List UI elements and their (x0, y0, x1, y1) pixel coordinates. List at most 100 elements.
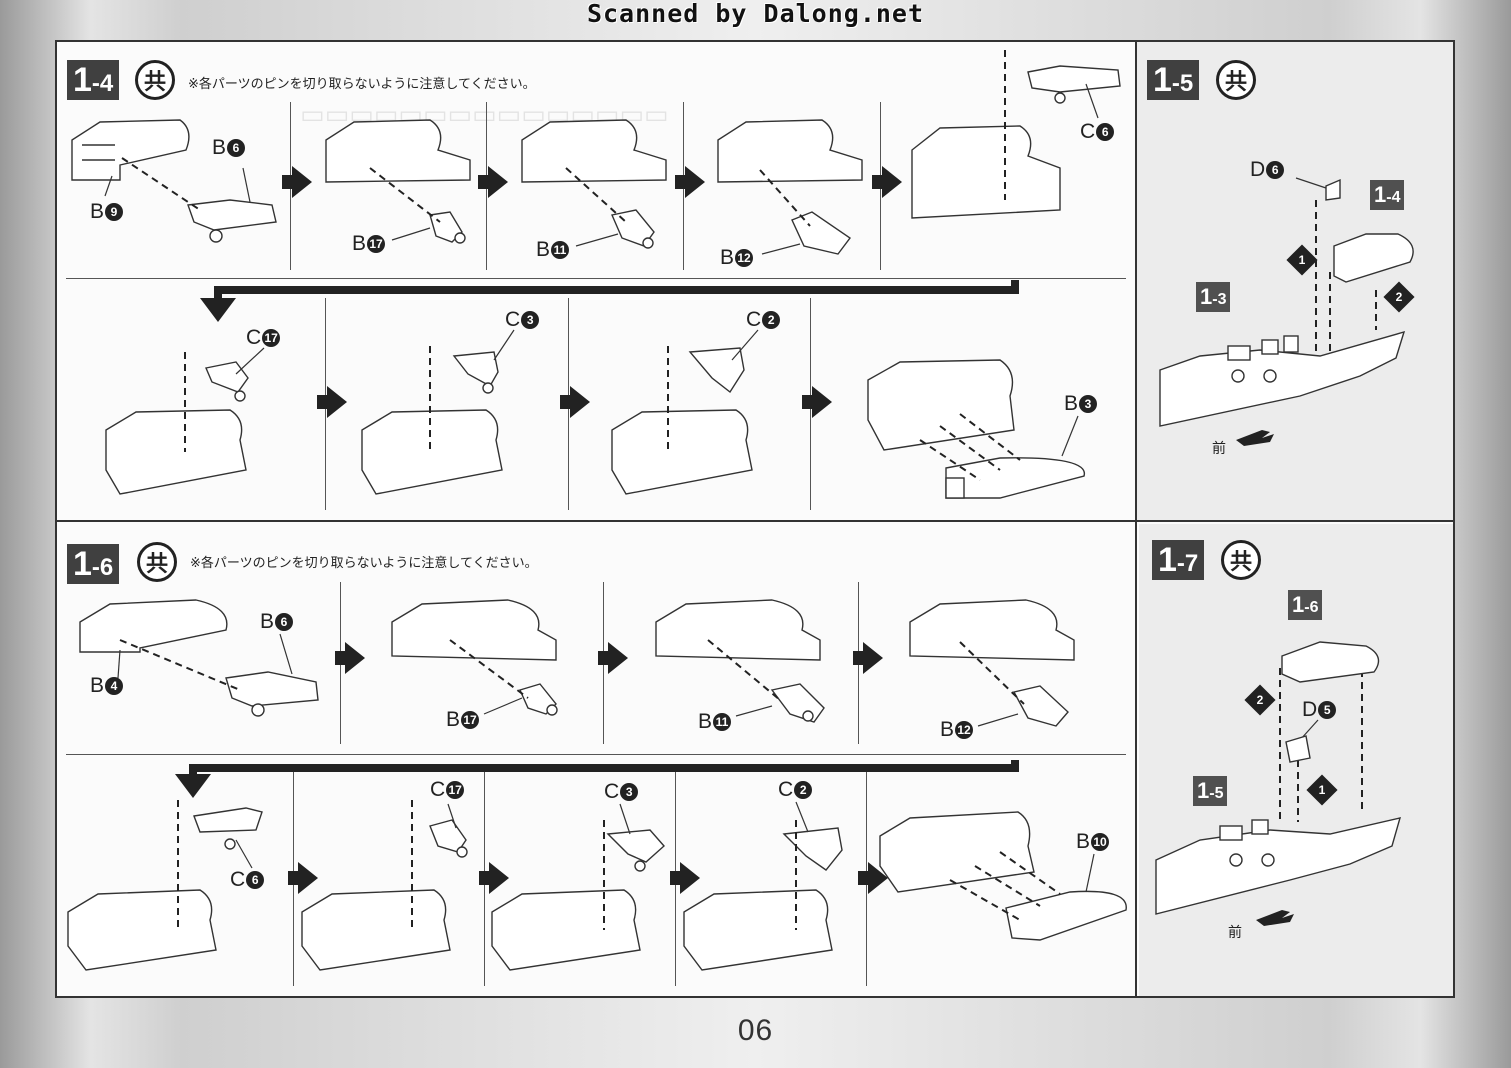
part-letter: C (246, 326, 262, 349)
part-number: 11 (551, 241, 570, 259)
next-step-arrow-icon (670, 862, 700, 894)
row-divider (57, 520, 1453, 522)
ref-major: 1 (1292, 592, 1305, 617)
next-step-arrow-icon (288, 862, 318, 894)
next-step-arrow-icon (282, 166, 312, 198)
part-number: 3 (1079, 395, 1098, 413)
column-divider (1135, 42, 1137, 996)
part-number: 6 (1266, 161, 1285, 179)
next-step-arrow-icon (872, 166, 902, 198)
pin-caution-note: ※各パーツのピンを切り取らないように注意してください。 (190, 556, 538, 571)
scan-credit: Scanned by Dalong.net (586, 0, 925, 28)
order-mark-1: 1 (1306, 774, 1338, 806)
next-step-arrow-icon (858, 862, 888, 894)
part-number: 2 (762, 311, 781, 329)
pin-caution-note: ※各パーツのピンを切り取らないように注意してください。 (188, 77, 536, 92)
part-letter: D (1302, 698, 1318, 721)
part-number: 17 (446, 781, 465, 799)
part-number: 12 (955, 721, 974, 739)
row-sub-divider (66, 278, 1126, 279)
part-letter: B (1076, 830, 1091, 853)
next-step-arrow-icon (598, 642, 628, 674)
part-letter: C (604, 780, 620, 803)
next-step-arrow-icon (675, 166, 705, 198)
step-minor: -4 (91, 70, 114, 97)
step-major: 1 (73, 61, 92, 99)
part-letter: B (720, 246, 735, 269)
part-number: 10 (1091, 833, 1110, 851)
row-sub-divider (66, 754, 1126, 755)
next-step-arrow-icon (335, 642, 365, 674)
part-letter: B (90, 674, 105, 697)
part-number: 12 (735, 249, 754, 267)
step-minor: -6 (91, 554, 114, 581)
part-number: 11 (713, 713, 732, 731)
ref-1-3-badge: 1-3 (1196, 282, 1231, 312)
ref-minor: -4 (1386, 189, 1401, 206)
part-number: 4 (105, 677, 124, 695)
ref-minor: -6 (1304, 599, 1319, 616)
part-letter: C (230, 868, 246, 891)
ref-1-4-badge: 1-4 (1370, 180, 1405, 210)
next-step-arrow-icon (478, 166, 508, 198)
step-major: 1 (1153, 61, 1172, 99)
part-letter: B (1064, 392, 1079, 415)
ref-1-5-badge: 1-5 (1193, 776, 1228, 806)
step-major: 1 (1158, 541, 1177, 579)
common-part-icon: 共 (1221, 540, 1261, 580)
next-step-arrow-icon (317, 386, 347, 418)
order-mark-2: 2 (1244, 684, 1276, 716)
step-major: 1 (73, 545, 92, 583)
step-1-5-badge: 1-5 (1147, 60, 1200, 100)
order-mark-2: 2 (1383, 281, 1415, 313)
page-number: 06 (737, 1014, 774, 1047)
front-direction-label: 前 (1212, 441, 1226, 457)
order-mark-1: 1 (1286, 244, 1318, 276)
ref-minor: -3 (1212, 291, 1227, 308)
part-letter: C (746, 308, 762, 331)
part-number: 3 (620, 783, 639, 801)
part-number: 17 (262, 329, 281, 347)
part-letter: B (352, 232, 367, 255)
part-number: 2 (794, 781, 813, 799)
common-part-icon: 共 (135, 60, 175, 100)
part-number: 5 (1318, 701, 1337, 719)
part-letter: C (505, 308, 521, 331)
next-step-arrow-icon (560, 386, 590, 418)
ref-minor: -5 (1209, 785, 1224, 802)
step-minor: -5 (1171, 70, 1194, 97)
next-step-arrow-icon (479, 862, 509, 894)
part-number: 6 (246, 871, 265, 889)
part-number: 9 (105, 203, 124, 221)
step-1-4-badge: 1-4 (67, 60, 120, 100)
part-number: 6 (227, 139, 246, 157)
part-letter: B (212, 136, 227, 159)
next-step-arrow-icon (853, 642, 883, 674)
part-letter: B (940, 718, 955, 741)
common-part-icon: 共 (137, 542, 177, 582)
part-number: 3 (521, 311, 540, 329)
part-letter: B (698, 710, 713, 733)
